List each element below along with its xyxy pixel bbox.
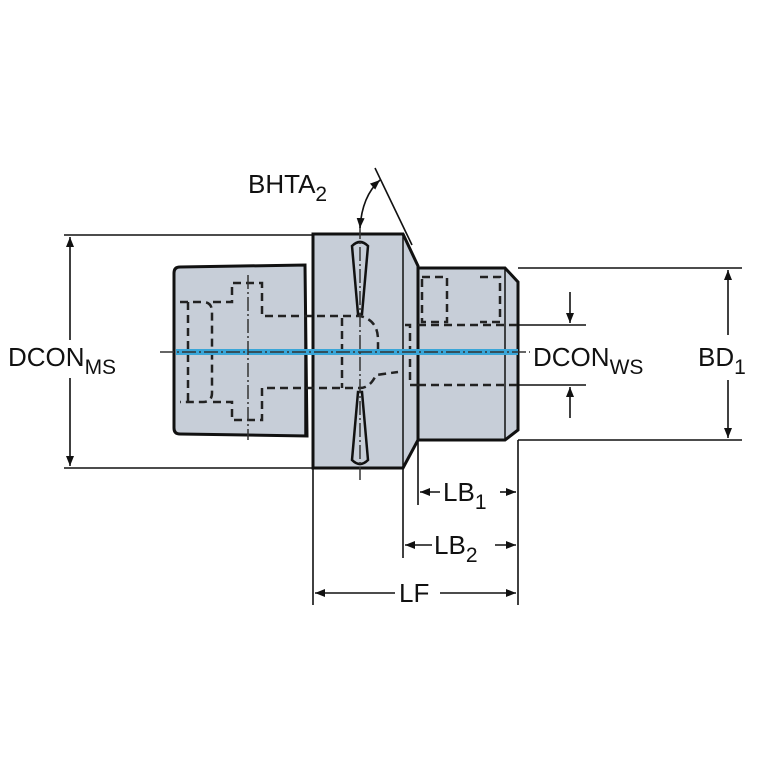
dimension-dcon-ws bbox=[518, 292, 586, 418]
drive-slot-bottom bbox=[350, 390, 370, 466]
label-lb2: LB2 bbox=[434, 530, 478, 567]
label-bhta2: BHTA2 bbox=[248, 169, 327, 206]
hidden-features bbox=[180, 240, 520, 466]
dimension-bd1 bbox=[518, 267, 742, 441]
dimension-bhta2 bbox=[356, 167, 413, 246]
label-dcon-ms: DCONMS bbox=[8, 342, 116, 379]
label-dcon-ws: DCONWS bbox=[533, 342, 643, 379]
label-bd1: BD1 bbox=[698, 342, 746, 379]
drive-slot-top bbox=[350, 240, 370, 316]
label-lf: LF bbox=[399, 578, 429, 608]
dimension-dcon-ms bbox=[64, 234, 313, 469]
label-lb1: LB1 bbox=[443, 477, 487, 514]
